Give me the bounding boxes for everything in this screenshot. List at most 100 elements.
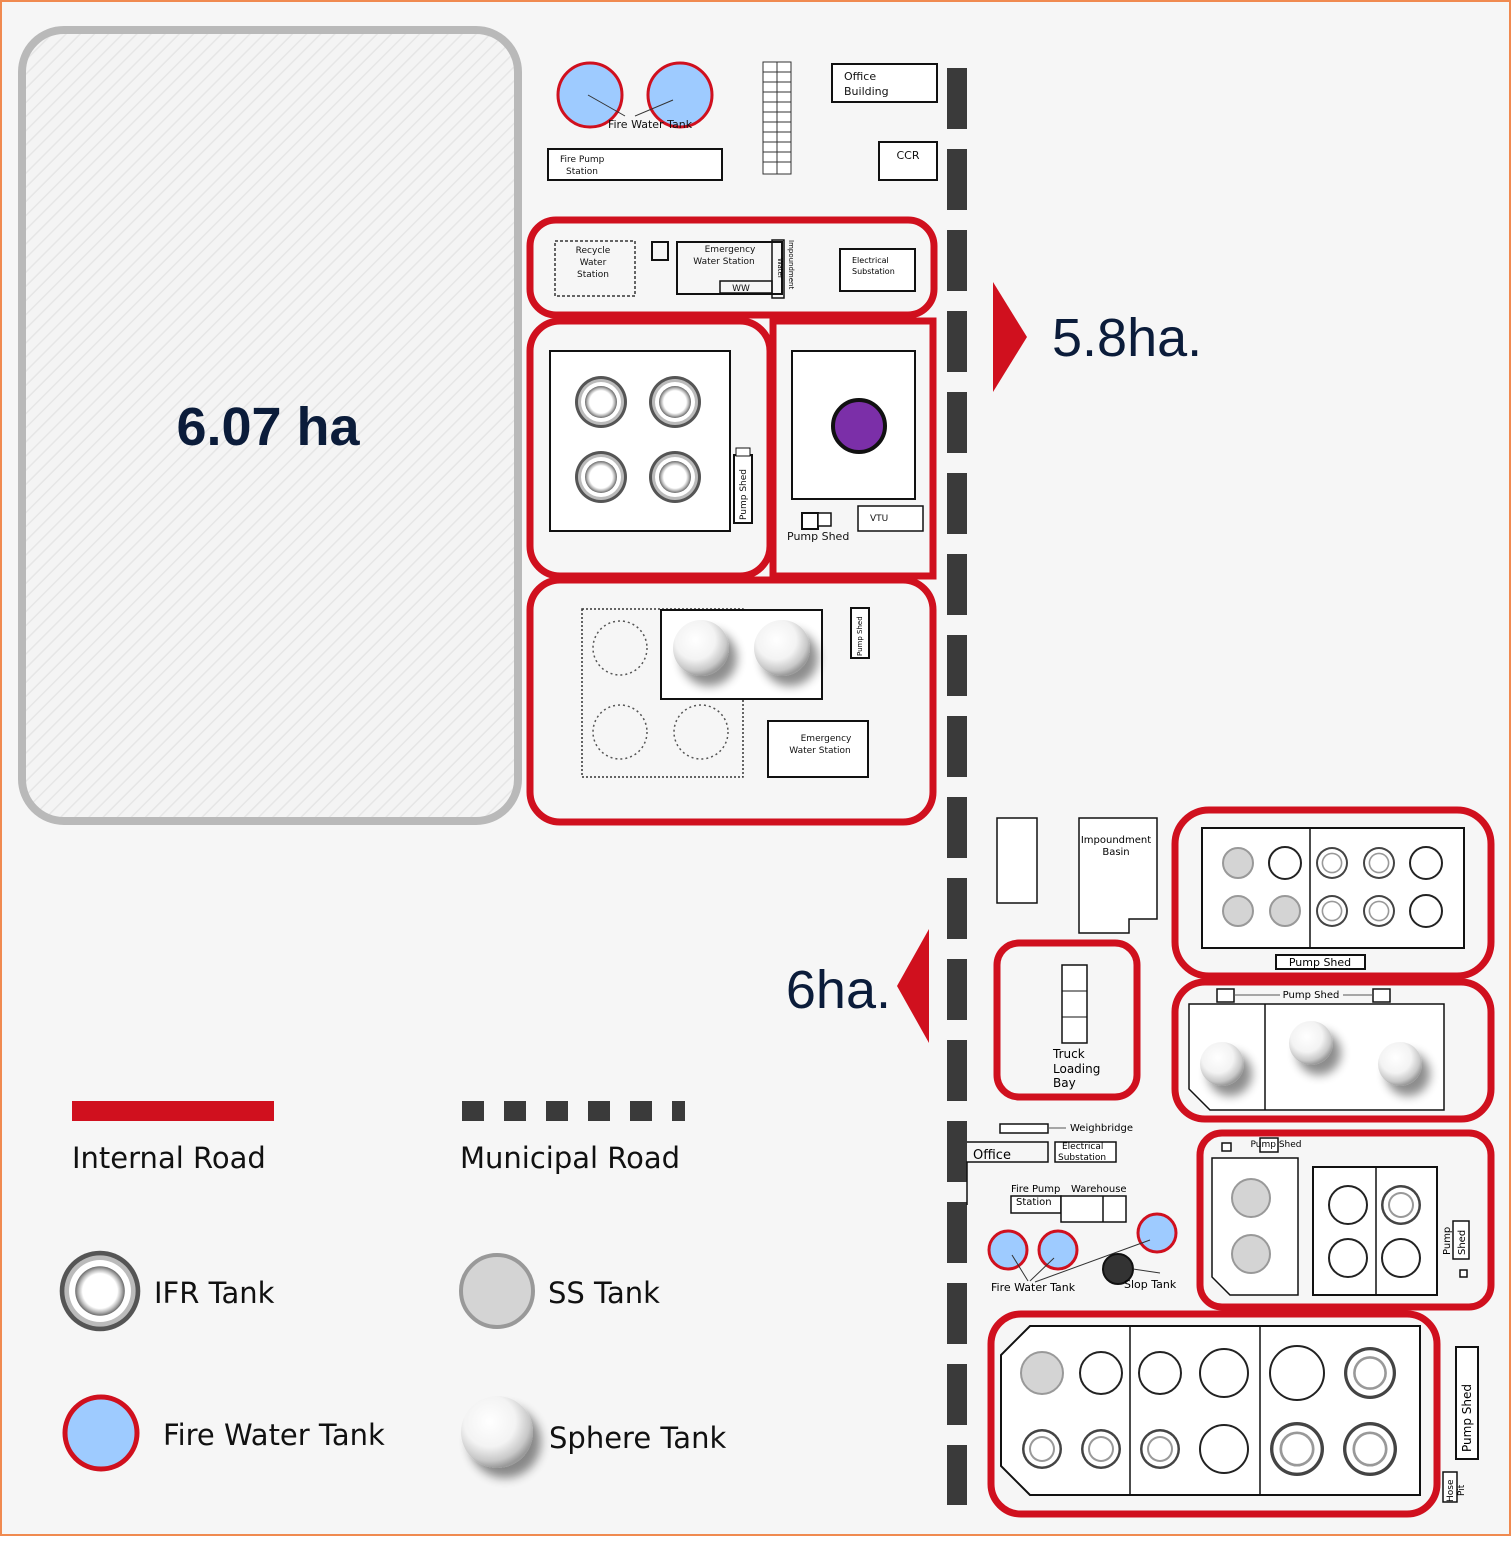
emergency-water-station-top: [676, 241, 783, 295]
ss-tank: [1020, 1351, 1064, 1395]
recycle-label-3: Station: [577, 270, 609, 280]
tank-bund-3: [1312, 1166, 1438, 1296]
es-top-label-1: Electrical: [852, 256, 889, 265]
pump-shed-label-1: Pump Shed: [739, 469, 749, 520]
fire-water-tank-b1: [987, 1229, 1029, 1271]
office-label: Office: [973, 1148, 1011, 1163]
ccr-label: CCR: [896, 149, 919, 162]
impoundment-basin-label-2: Basin: [1102, 847, 1129, 858]
ifr-tank: [649, 376, 701, 428]
ews2-label-2: Water Station: [789, 746, 850, 756]
pump-shed-box-3: [850, 607, 870, 659]
tank: [1328, 1185, 1368, 1225]
emergency-water-station-2: [767, 720, 869, 778]
ifr-tank: [1022, 1429, 1062, 1469]
recycle-label-2: Water: [580, 258, 607, 268]
weighbridge: [999, 1123, 1049, 1134]
pump-shed-label-b2: Pump Shed: [1283, 990, 1340, 1001]
ifr-tank: [1316, 847, 1348, 879]
legend-ss-tank: SS Tank: [548, 1276, 660, 1310]
legend-municipal-road: Municipal Road: [460, 1141, 680, 1175]
sphere-tank: [1289, 1021, 1333, 1065]
arrow-right: [993, 282, 1027, 392]
tank: [1409, 894, 1443, 928]
sphere-tank: [754, 620, 810, 676]
ifr-tank: [1140, 1429, 1180, 1469]
truck-bay-box: [1061, 964, 1088, 1044]
ss-tank: [1222, 895, 1254, 927]
fire-water-tank-label: Fire Water Tank: [608, 118, 693, 131]
tank-block-3: [1196, 1129, 1495, 1311]
pump-shed-label-2: Pump Shed: [787, 530, 849, 543]
vtu-box: [857, 505, 924, 532]
legend-ifr-tank: IFR Tank: [154, 1276, 275, 1310]
fire-pump-station-label-1: Fire Pump: [560, 155, 605, 165]
parking-grid: [762, 61, 792, 175]
impoundment-water-label-1: Impoundment: [787, 240, 795, 289]
sphere-tank: [1200, 1042, 1244, 1086]
ifr-tank-bund: [549, 350, 731, 532]
legend-fire-water-tank: Fire Water Tank: [163, 1418, 385, 1452]
ifr-tank: [1081, 1429, 1121, 1469]
top-utility-block: [526, 216, 938, 319]
ifr-tank: [1344, 1347, 1396, 1399]
pump-shed-box-b3r: [1452, 1220, 1470, 1260]
future-tank: [673, 704, 729, 760]
fire-water-tank-b3: [1136, 1212, 1178, 1254]
legend-internal-road: Internal Road: [72, 1141, 266, 1175]
ifr-tank: [1363, 847, 1395, 879]
ews-top-label-1: Emergency: [705, 245, 756, 255]
truck-label-3: Bay: [1053, 1076, 1076, 1090]
ss-tank: [1231, 1234, 1271, 1274]
legend-ss-swatch: [459, 1253, 535, 1329]
impoundment-water: [771, 239, 785, 299]
office-building-label-1: Office: [844, 70, 876, 83]
office-building-top: [831, 63, 938, 103]
hose-pit-label-1: Hose: [1446, 1479, 1456, 1502]
hose-pit: [1442, 1471, 1458, 1503]
fire-water-tank-1: [556, 61, 624, 129]
office-bottom: [966, 1141, 1049, 1205]
legend-fire-water-swatch: [62, 1394, 140, 1472]
legend-internal-road-swatch: [72, 1101, 274, 1121]
bottom-box: [996, 817, 1038, 904]
tank-block-4: [987, 1310, 1441, 1518]
es-top-label-2: Substation: [852, 267, 895, 276]
fire-water-tank-b2: [1037, 1229, 1079, 1271]
left-area-label: 6.07 ha: [176, 397, 360, 457]
electrical-substation-bottom: [1054, 1141, 1117, 1163]
small-box-top: [651, 241, 669, 261]
fire-pump-bottom-label-1: Fire Pump: [1011, 1184, 1060, 1195]
ifr-tank: [1316, 895, 1348, 927]
fire-water-tank-b-label: Fire Water Tank: [991, 1281, 1076, 1294]
pump-shed-right-label-2: Shed: [1457, 1230, 1468, 1255]
ss-tank: [1269, 895, 1301, 927]
future-tank: [592, 620, 648, 676]
sphere-block-2: [1171, 978, 1495, 1123]
ifr-tank: [575, 376, 627, 428]
impoundment-basin: [1078, 817, 1158, 934]
fire-pump-station-label-2: Station: [566, 167, 598, 177]
impoundment-water-label-2: Water: [776, 258, 784, 279]
weighbridge-label: Weighbridge: [1070, 1123, 1133, 1134]
es-bottom-label-2: Substation: [1058, 1153, 1106, 1163]
tank: [1079, 1351, 1123, 1395]
pump-shed-right-label-1: Pump: [1442, 1227, 1453, 1255]
impoundment-basin-label-1: Impoundment: [1081, 835, 1151, 846]
legend-ifr-swatch: [59, 1250, 141, 1332]
tank: [1268, 846, 1302, 880]
legend-sphere-swatch: [461, 1396, 533, 1468]
electrical-substation-top: [839, 248, 916, 292]
ifr-tank: [1343, 1422, 1397, 1476]
recycle-water-station: [554, 240, 636, 297]
sphere-tank-block: [526, 576, 937, 826]
left-area-6-07ha: [18, 26, 522, 825]
legend-sphere-tank: Sphere Tank: [549, 1421, 726, 1455]
pump-shed-label-b3: Pump Shed: [1251, 1140, 1302, 1150]
tank-block-1: [1171, 806, 1495, 980]
truck-label-2: Loading: [1053, 1062, 1100, 1076]
ifr-tank: [575, 451, 627, 503]
fire-pump-bottom-label-2: Station: [1016, 1197, 1052, 1208]
